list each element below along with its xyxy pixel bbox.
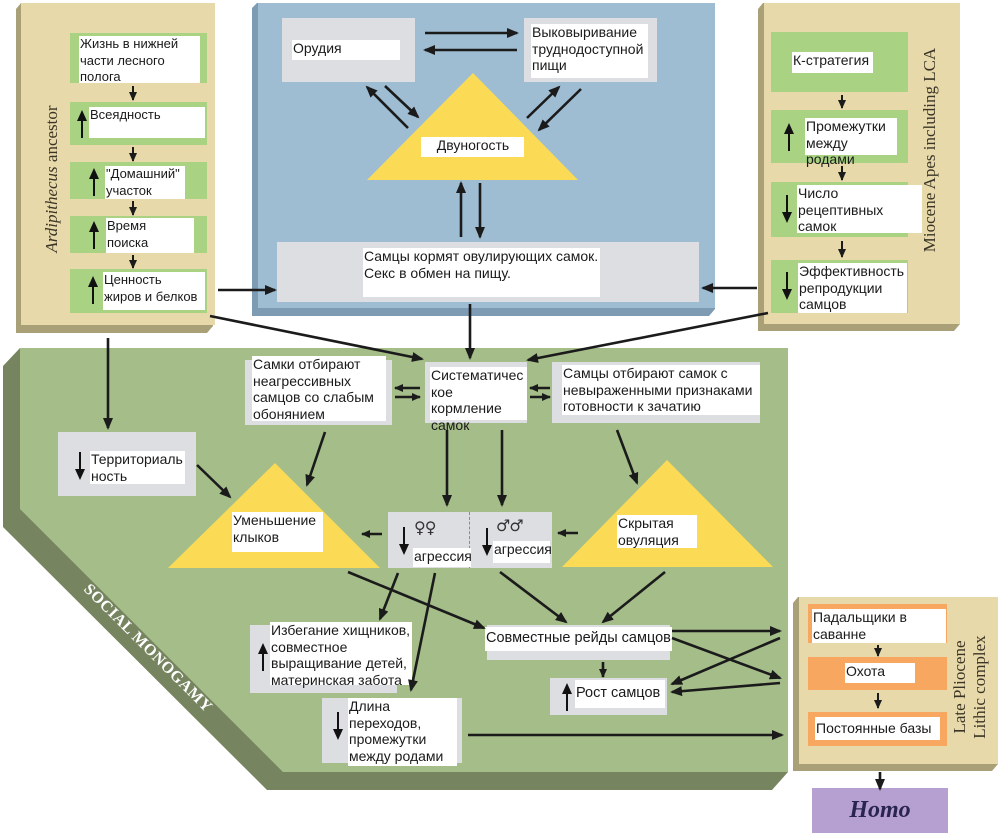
up-arrow-icon <box>77 110 87 138</box>
arrow-territoriality-to-canine <box>196 464 232 499</box>
arrow-bipedality-to-extractive <box>526 85 561 119</box>
arrow-male-choice-to-ovulation <box>615 429 639 485</box>
concealed-ovulation-label: Скрытая овуляция <box>617 515 697 548</box>
left-item-2-label: Всеядность <box>89 107 205 138</box>
systematic-provisioning-label: Систематичес кое кормление самок <box>430 367 527 433</box>
arrow-extractive-to-bipedality <box>537 88 582 132</box>
male-choice-label: Самцы отбирают самок с невыраженными при… <box>562 365 760 415</box>
right-item-3-label: Число рецептивных самок <box>797 185 922 234</box>
arrow-lithic-to-male-size-1 <box>670 636 781 686</box>
predator-avoidance-label: Избегание хищников, совместное выращиван… <box>270 622 412 688</box>
down-arrow-icon <box>75 452 85 480</box>
down-arrow-icon <box>482 528 492 556</box>
arrow-right-panel-to-systematic <box>526 311 769 363</box>
bipedality-label: Двуногость <box>421 137 524 157</box>
up-arrow-icon <box>258 643 268 671</box>
right-item-2-label: Промежутки между родами <box>805 118 897 167</box>
arrow-raids-to-lithic-2 <box>671 636 782 680</box>
aggression-divider <box>469 512 470 568</box>
tools-label: Орудия <box>292 40 400 60</box>
arrow-ovulation-to-raids <box>601 570 666 624</box>
left-item-5-label: Ценность жиров и белков <box>103 272 205 310</box>
homo-box: Homo <box>812 788 948 833</box>
bipedality-triangle <box>367 73 578 180</box>
arrow-female-choice-to-canine <box>305 431 327 487</box>
arrow-left-panel-to-systematic <box>209 314 424 362</box>
day-range-label: Длина переходов, промежутки между родами <box>348 698 457 766</box>
male-symbol-icon: ♂♂ <box>496 516 524 535</box>
arrow-bipedality-to-tools <box>365 85 409 129</box>
right-item-4-label: Эффективность репродукции самцов <box>798 263 907 313</box>
cooperative-raids-label: Совместные рейды самцов <box>485 627 672 651</box>
left-item-4-label: Время поиска <box>106 218 194 253</box>
male-size-label: Рост самцов <box>575 680 665 708</box>
extractive-foraging-label: Выковыривание труднодоступной пищи <box>531 24 648 78</box>
male-aggression-label: агрессия <box>493 541 552 563</box>
provisioning-label: Самцы кормят овулирующих самок. Секс в о… <box>363 248 600 297</box>
left-item-3-label: "Домашний" участок <box>105 166 185 199</box>
up-arrow-icon <box>89 221 99 249</box>
left-item-1-label: Жизнь в нижней части лесного полога <box>79 36 200 84</box>
right-item-1-label: К-стратегия <box>792 52 873 73</box>
down-arrow-icon <box>782 272 792 300</box>
arrow-aggression-to-raids <box>499 570 568 624</box>
arrow-tools-to-bipedality <box>384 85 420 119</box>
up-arrow-icon <box>88 276 98 304</box>
arrow-aggression-to-predator-avoidance <box>378 572 400 621</box>
arrow-aggression-to-day-range <box>408 572 437 692</box>
up-arrow-icon <box>89 168 99 196</box>
lithic-item-1-label: Падальщики в саванне <box>812 609 946 643</box>
lithic-item-3-label: Постоянные базы <box>815 717 940 740</box>
arrow-lithic-to-male-size-2 <box>670 681 781 697</box>
canine-reduction-label: Уменьшение клыков <box>232 512 323 552</box>
arrow-canine-to-raids <box>347 570 486 630</box>
down-arrow-icon <box>333 712 343 740</box>
up-arrow-icon <box>562 683 572 711</box>
female-aggression-label: агрессия <box>413 548 472 567</box>
territoriality-label: Территориаль ность <box>90 451 185 484</box>
female-choice-label: Самки отбирают неагрессивных самцов со с… <box>252 356 386 422</box>
down-arrow-icon <box>782 195 792 223</box>
concealed-ovulation-triangle <box>562 460 773 567</box>
up-arrow-icon <box>784 123 794 151</box>
female-symbol-icon: ♀♀ <box>414 518 436 537</box>
down-arrow-icon <box>399 527 409 555</box>
lithic-item-2-label: Охота <box>845 663 915 683</box>
